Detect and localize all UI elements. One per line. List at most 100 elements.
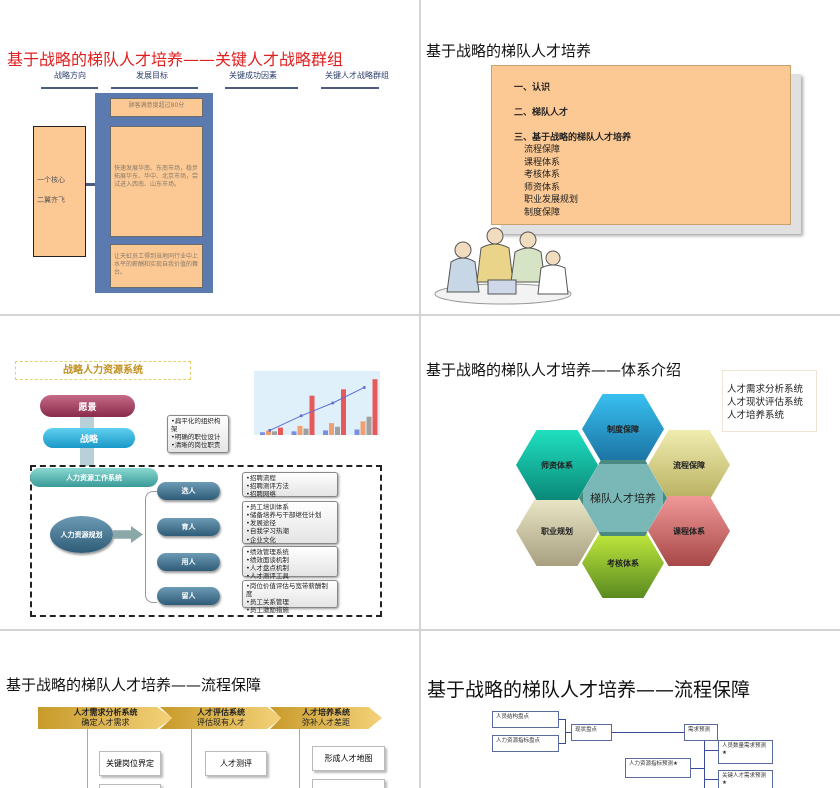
bullet: •招聘测评方法 xyxy=(246,482,289,491)
function-use: 用人 xyxy=(157,553,220,571)
outline-item: 三、基于战略的梯队人才培养 xyxy=(514,133,632,143)
flow-box: 关键人才需求预测★ xyxy=(718,770,773,788)
bullet: •人才盘点机制 xyxy=(246,564,289,573)
bar xyxy=(354,429,360,435)
bullet: •清晰的岗位职责 xyxy=(171,441,221,450)
outline-subitem: 流程保障 xyxy=(524,145,561,155)
flow-box: 人力资源指标预测★ xyxy=(625,758,691,778)
plot-area xyxy=(254,371,380,435)
connector xyxy=(191,729,192,788)
stage-name: 人才需求分析系统 xyxy=(73,708,138,717)
flow-box: 人员结构盘点 xyxy=(492,711,559,728)
side-box: 人才需求分析系统 人才现状评估系统 人才培养系统 xyxy=(722,370,817,432)
bar xyxy=(272,431,277,435)
bar xyxy=(266,430,271,435)
connector xyxy=(559,719,565,720)
slide-4-thumbnail[interactable]: 基于战略的梯队人才培养——体系介绍 人才需求分析系统 人才现状评估系统 人才培养… xyxy=(421,316,840,629)
strategy-box: 一个核心 二翼齐飞 xyxy=(33,126,86,257)
goal-box: 顾客满意度超过80分 xyxy=(110,98,203,117)
bar xyxy=(297,425,303,435)
stage-chevron: 人才评估系统评估现有人才 xyxy=(160,707,282,729)
slide-title: 基于战略的梯队人才培养——流程保障 xyxy=(427,679,751,701)
hex-teachers: 师资体系 xyxy=(516,430,598,500)
wings-label: 二翼齐飞 xyxy=(37,195,65,204)
system-item: 人才需求分析系统 xyxy=(727,384,804,395)
bar xyxy=(278,427,283,435)
stage-name: 人才评估系统 xyxy=(197,708,245,717)
header-strategy-direction: 战略方向 xyxy=(54,71,86,80)
stage-chevron: 人才培养系统弥补人才差距 xyxy=(270,707,382,729)
slide-6-thumbnail[interactable]: 基于战略的梯队人才培养——流程保障 人员结构盘点 人力资源指标盘点 现状盘点 需… xyxy=(421,631,840,788)
hex-assessment: 考核体系 xyxy=(582,528,664,598)
bar xyxy=(309,395,315,435)
bar xyxy=(372,379,378,435)
connector xyxy=(565,732,571,733)
trend-line xyxy=(269,387,365,431)
bullet: •发展途径 xyxy=(246,519,276,528)
outline-subitem: 课程体系 xyxy=(524,157,561,168)
slide-1-thumbnail[interactable]: 基于战略的梯队人才培养——关键人才战略群组 战略方向 发展目标 关键成功因素 关… xyxy=(0,0,419,314)
bullet: •明确的职位设计 xyxy=(171,433,221,442)
outline-subitem: 职业发展规划 xyxy=(524,195,579,205)
slide-title: 基于战略的梯队人才培养——关键人才战略群组 xyxy=(7,50,344,69)
hex-process: 流程保障 xyxy=(648,430,730,500)
connector xyxy=(612,732,684,733)
slide-5-thumbnail[interactable]: 基于战略的梯队人才培养——流程保障 人才需求分析系统确定人才需求 人才评估系统评… xyxy=(0,631,419,788)
line-point xyxy=(299,414,303,418)
connector xyxy=(704,779,718,780)
connector xyxy=(559,743,565,744)
bar xyxy=(335,426,340,435)
header-development-goal: 发展目标 xyxy=(136,71,168,80)
bullet: •招聘流程 xyxy=(246,474,276,482)
hex-course: 课程体系 xyxy=(648,496,730,566)
stage-sub: 确定人才需求 xyxy=(81,718,130,727)
stage-sub: 评估现有人才 xyxy=(197,718,245,727)
process-box xyxy=(99,784,161,788)
line-point xyxy=(268,428,272,432)
function-develop: 育人 xyxy=(157,518,220,536)
bullet: •储备培养与干部继任计划 xyxy=(246,511,322,520)
org-bullets-box: •扁平化的组织构架 •明确的职位设计 •清晰的岗位职责 xyxy=(167,415,229,453)
hex-career: 职业规划 xyxy=(516,496,598,566)
bullet: •自我学习热潮 xyxy=(246,527,289,536)
slide-3-thumbnail[interactable]: 战略人力资源系统 愿景 战略 •扁平化的组织构架 •明确的职位设计 •清晰的岗位… xyxy=(0,316,419,629)
bar xyxy=(341,389,346,435)
system-item: 人才培养系统 xyxy=(727,410,785,421)
dashed-frame xyxy=(30,465,382,617)
connector xyxy=(691,768,704,769)
outline-item: 一、认识 xyxy=(514,83,551,93)
outline-subitem: 制度保障 xyxy=(524,207,561,218)
bar xyxy=(366,416,372,435)
connector xyxy=(704,750,718,751)
divider xyxy=(111,87,198,89)
content-box: 一、认识 二、梯队人才 三、基于战略的梯队人才培养 流程保障 课程体系 考核体系… xyxy=(491,65,791,225)
bullet: •员工培训体系 xyxy=(246,503,289,511)
hex-system: 制度保障 xyxy=(582,394,664,464)
divider xyxy=(225,87,298,89)
flow-box: 人员数量需求预测★ xyxy=(718,740,773,764)
slide-title: 战略人力资源系统 xyxy=(63,365,143,376)
line-point xyxy=(362,385,366,389)
function-bullets: •绩效管理系统•绩效面谈机制•人才盘点机制•人才测评工具 xyxy=(242,546,338,581)
slide-title: 基于战略的梯队人才培养——流程保障 xyxy=(6,676,262,694)
line-point xyxy=(331,401,335,405)
arrow-icon xyxy=(86,183,95,186)
bullet: •人才测评工具 xyxy=(246,572,289,581)
bullet: •岗位价值评估与宽带薪酬制度 xyxy=(246,582,328,599)
outline-subitem: 师资体系 xyxy=(524,182,561,193)
slide-2-thumbnail[interactable]: 基于战略的梯队人才培养 一、认识 二、梯队人才 三、基于战略的梯队人才培养 流程… xyxy=(421,0,840,314)
connector xyxy=(704,741,705,788)
slide-title: 基于战略的梯队人才培养 xyxy=(426,42,592,60)
arrow-icon xyxy=(113,526,143,543)
people-illustration xyxy=(434,227,572,305)
slide-title: 基于战略的梯队人才培养——体系介绍 xyxy=(426,361,682,379)
connector xyxy=(565,719,566,744)
bullet: •绩效面谈机制 xyxy=(246,556,289,565)
bullet: •员工关系管理 xyxy=(246,598,289,607)
flow-box: 现状盘点 xyxy=(571,724,612,741)
arrow-icon xyxy=(80,448,94,466)
bar xyxy=(323,430,328,435)
vision-pill: 愿景 xyxy=(40,395,135,417)
process-box: 人才测评 xyxy=(205,751,267,776)
hr-planning-ellipse: 人力资源规划 xyxy=(50,516,113,553)
